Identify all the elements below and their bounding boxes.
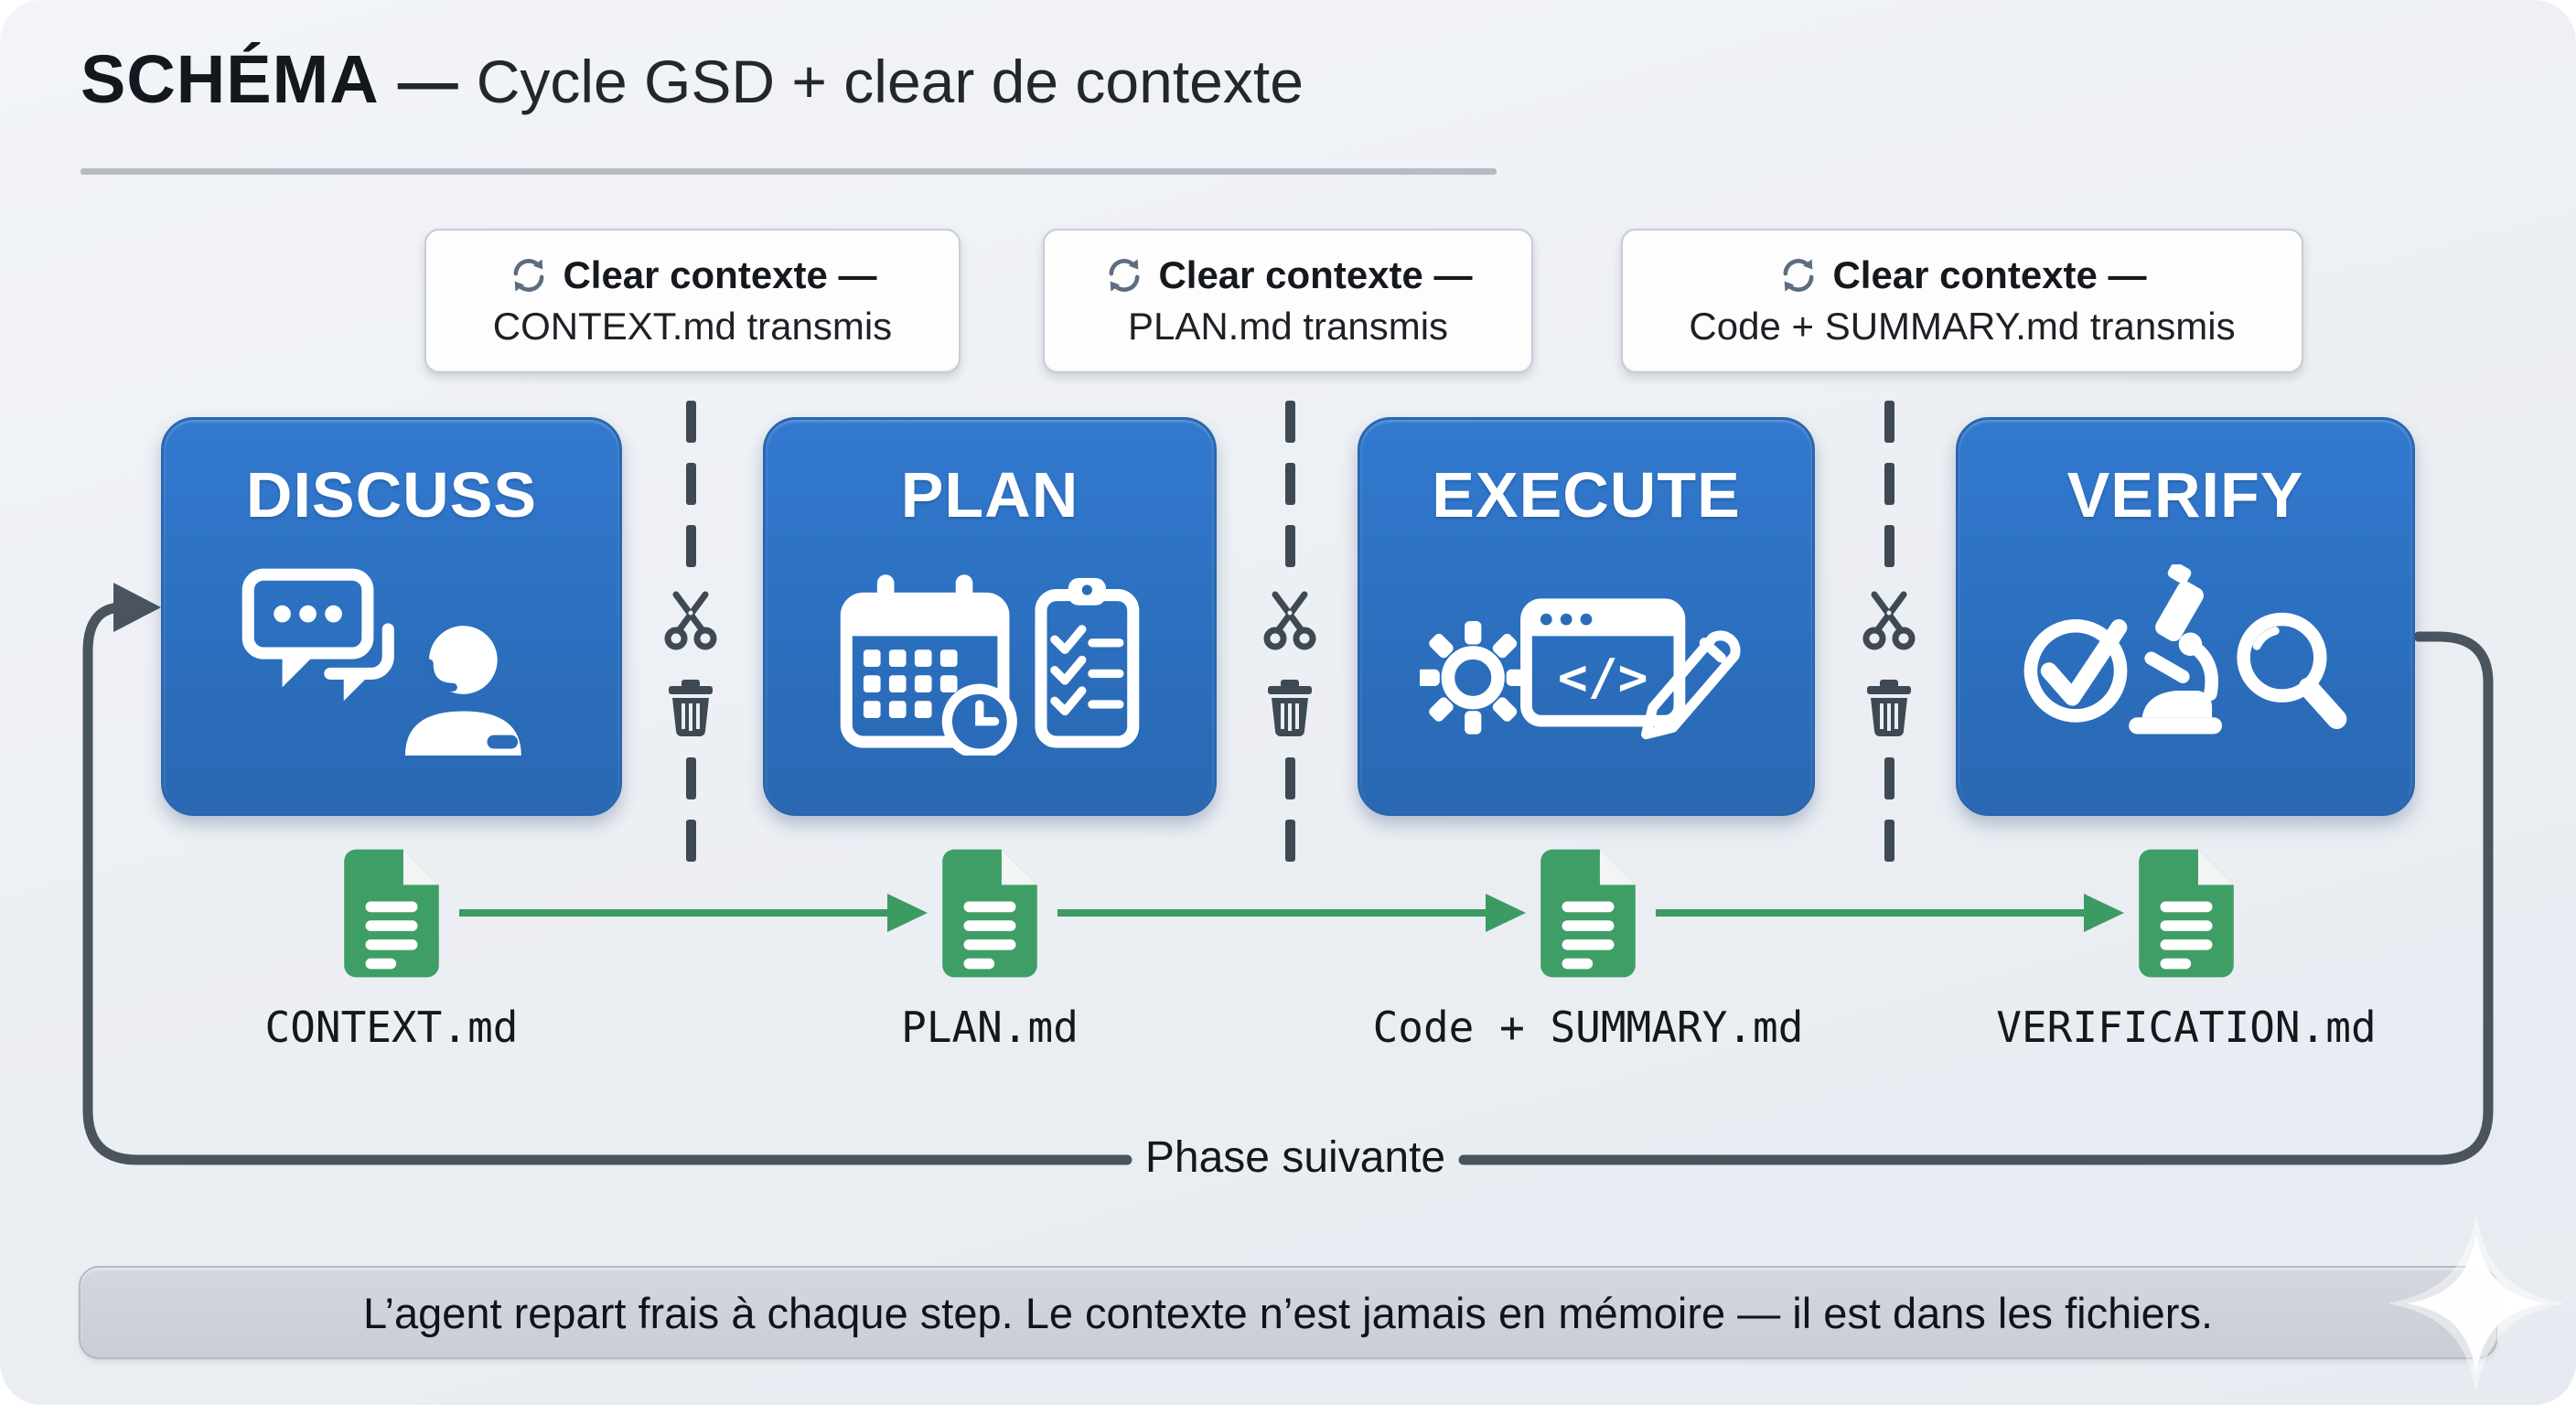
- markdown-file-icon: [942, 849, 1037, 978]
- calendar-checklist-icon: [840, 574, 1140, 756]
- clear-label-heading: Clear contexte —: [508, 253, 877, 297]
- title-subtitle: Cycle GSD + clear de contexte: [476, 48, 1304, 115]
- phase-box-verify: VERIFY: [1956, 417, 2415, 816]
- cut-separator-2: [1261, 401, 1319, 862]
- page-title: SCHÉMA — Cycle GSD + clear de contexte: [80, 40, 1304, 118]
- phase-name: EXECUTE: [1432, 459, 1741, 531]
- file-label-code-summary: Code + SUMMARY.md: [1372, 1003, 1804, 1052]
- note-bar: L’agent repart frais à chaque step. Le c…: [79, 1266, 2497, 1359]
- dash: [1284, 757, 1295, 799]
- dash: [685, 757, 696, 799]
- sync-icon: [513, 259, 544, 292]
- title-prefix: SCHÉMA: [80, 41, 380, 117]
- clear-label-heading-text: Clear contexte —: [1832, 253, 2147, 296]
- title-separator: —: [397, 48, 458, 115]
- scissors-icon: [664, 591, 717, 650]
- sparkle-icon: [2389, 1217, 2563, 1390]
- phase-name: VERIFY: [2066, 459, 2304, 531]
- dash: [1884, 757, 1894, 799]
- scissors-icon: [1862, 591, 1916, 650]
- check-microscope-magnifier-icon: [2023, 564, 2347, 735]
- phase-box-plan: PLAN: [763, 417, 1217, 816]
- dash: [1284, 820, 1295, 862]
- loop-arrowhead-icon: [113, 583, 161, 632]
- cut-separator-3: [1860, 401, 1918, 862]
- phase-box-execute: EXECUTE </>: [1358, 417, 1815, 816]
- trash-icon: [1867, 680, 1911, 736]
- clear-label-detail: CONTEXT.md transmis: [492, 305, 893, 348]
- loop-label: Phase suivante: [1144, 1133, 1446, 1182]
- dash: [1884, 401, 1894, 443]
- clear-label-heading: Clear contexte —: [1103, 253, 1473, 297]
- dash: [685, 401, 696, 443]
- phase-name: DISCUSS: [245, 459, 538, 531]
- code-glyph: </>: [1558, 648, 1648, 706]
- dash: [1884, 820, 1894, 862]
- microscope-icon: [2129, 564, 2222, 735]
- clear-label-heading-text: Clear contexte —: [563, 253, 877, 296]
- clear-label-detail: Code + SUMMARY.md transmis: [1689, 305, 2236, 348]
- dash: [685, 525, 696, 567]
- note-text: L’agent repart frais à chaque step. Le c…: [362, 1288, 2214, 1337]
- dash: [685, 820, 696, 862]
- clear-label-detail: PLAN.md transmis: [1127, 305, 1449, 348]
- file-label-verification: VERIFICATION.md: [1996, 1003, 2377, 1052]
- dash: [1884, 463, 1894, 505]
- loop-path: [82, 602, 2494, 1165]
- markdown-file-icon: [2139, 849, 2234, 978]
- file-label-plan: PLAN.md: [901, 1003, 1079, 1052]
- magnifier-icon: [2237, 612, 2347, 729]
- cut-separator-1: [661, 401, 720, 862]
- sync-icon: [1783, 259, 1814, 292]
- title-underline: [80, 168, 1497, 175]
- scissors-icon: [1263, 591, 1316, 650]
- file-label-context: CONTEXT.md: [264, 1003, 519, 1052]
- dash: [1284, 525, 1295, 567]
- dash: [1284, 401, 1295, 443]
- dash: [1284, 463, 1295, 505]
- dash: [685, 463, 696, 505]
- chat-headset-icon: [242, 568, 521, 756]
- trash-icon: [1268, 680, 1312, 736]
- pencil-icon: [1641, 630, 1741, 740]
- gear-code-pencil-icon: </>: [1420, 598, 1741, 740]
- clear-context-label-3: Clear contexte — Code + SUMMARY.md trans…: [1621, 229, 2303, 373]
- phase-box-discuss: DISCUSS: [161, 417, 622, 816]
- markdown-file-icon: [344, 849, 439, 978]
- clear-label-heading-text: Clear contexte —: [1158, 253, 1473, 296]
- clear-context-label-1: Clear contexte — CONTEXT.md transmis: [424, 229, 961, 373]
- clear-context-label-2: Clear contexte — PLAN.md transmis: [1043, 229, 1533, 373]
- trash-icon: [669, 680, 713, 736]
- clear-label-heading: Clear contexte —: [1777, 253, 2147, 297]
- dash: [1884, 525, 1894, 567]
- markdown-file-icon: [1540, 849, 1636, 978]
- file-flow-arrowheads: [887, 894, 2124, 932]
- phase-name: PLAN: [900, 459, 1079, 531]
- sync-icon: [1109, 259, 1140, 292]
